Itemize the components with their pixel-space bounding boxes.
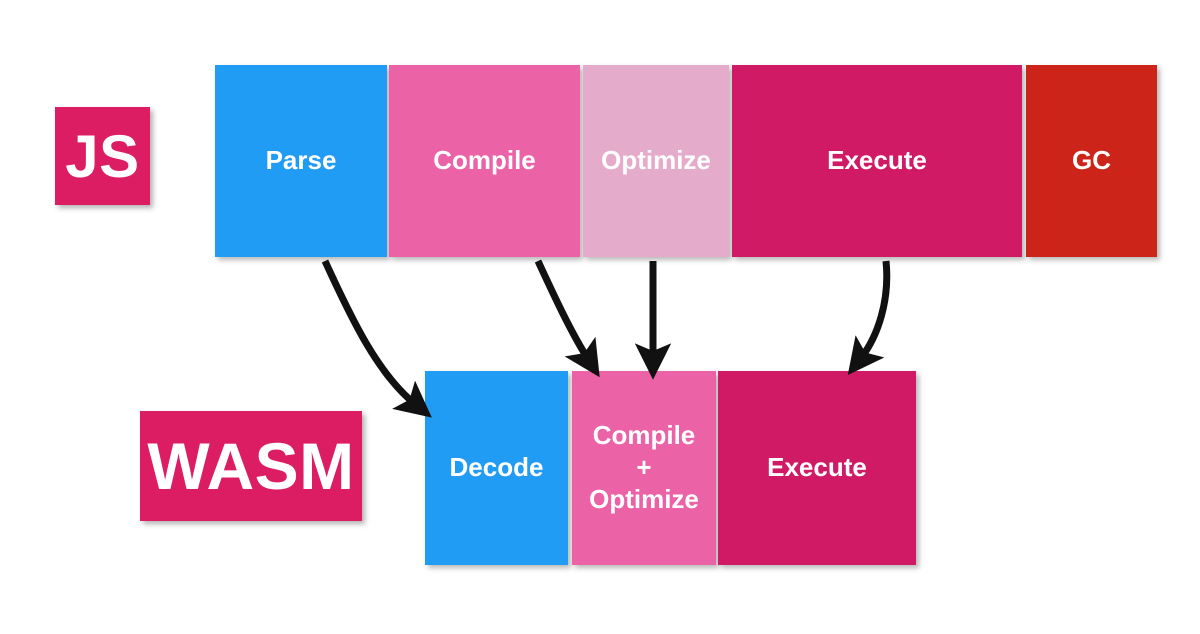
wasm-label-badge: WASM <box>140 411 362 521</box>
stage-box-js-execute[interactable]: Execute <box>732 65 1022 257</box>
stage-box-wasm-execute[interactable]: Execute <box>718 371 916 565</box>
stage-box-js-compile[interactable]: Compile <box>389 65 580 257</box>
stage-box-label: Parse <box>265 145 337 176</box>
stage-box-label: Compile <box>592 420 696 451</box>
stage-box-label: + <box>636 452 652 483</box>
js-label-badge: JS <box>55 107 150 205</box>
stage-box-js-optimize[interactable]: Optimize <box>583 65 729 257</box>
stage-box-label: Decode <box>449 452 544 483</box>
arrow-parse-to-decode <box>321 259 432 418</box>
wasm-label-text: WASM <box>147 429 355 503</box>
js-label-text: JS <box>65 122 140 190</box>
stage-box-wasm-decode[interactable]: Decode <box>425 371 568 565</box>
arrow-execute-to-execute <box>847 260 891 376</box>
stage-box-label: Compile <box>433 145 536 176</box>
stage-box-js-gc[interactable]: GC <box>1026 65 1157 257</box>
stage-box-wasm-compile-optimize[interactable]: Compile+Optimize <box>572 371 716 565</box>
arrow-compile-to-compile <box>534 259 600 378</box>
stage-box-label: Execute <box>827 145 927 176</box>
stage-box-label: Optimize <box>601 145 711 176</box>
stage-box-label: Execute <box>767 452 867 483</box>
stage-box-label: GC <box>1072 145 1111 176</box>
stage-box-js-parse[interactable]: Parse <box>215 65 387 257</box>
stage-box-label: Optimize <box>589 483 699 514</box>
